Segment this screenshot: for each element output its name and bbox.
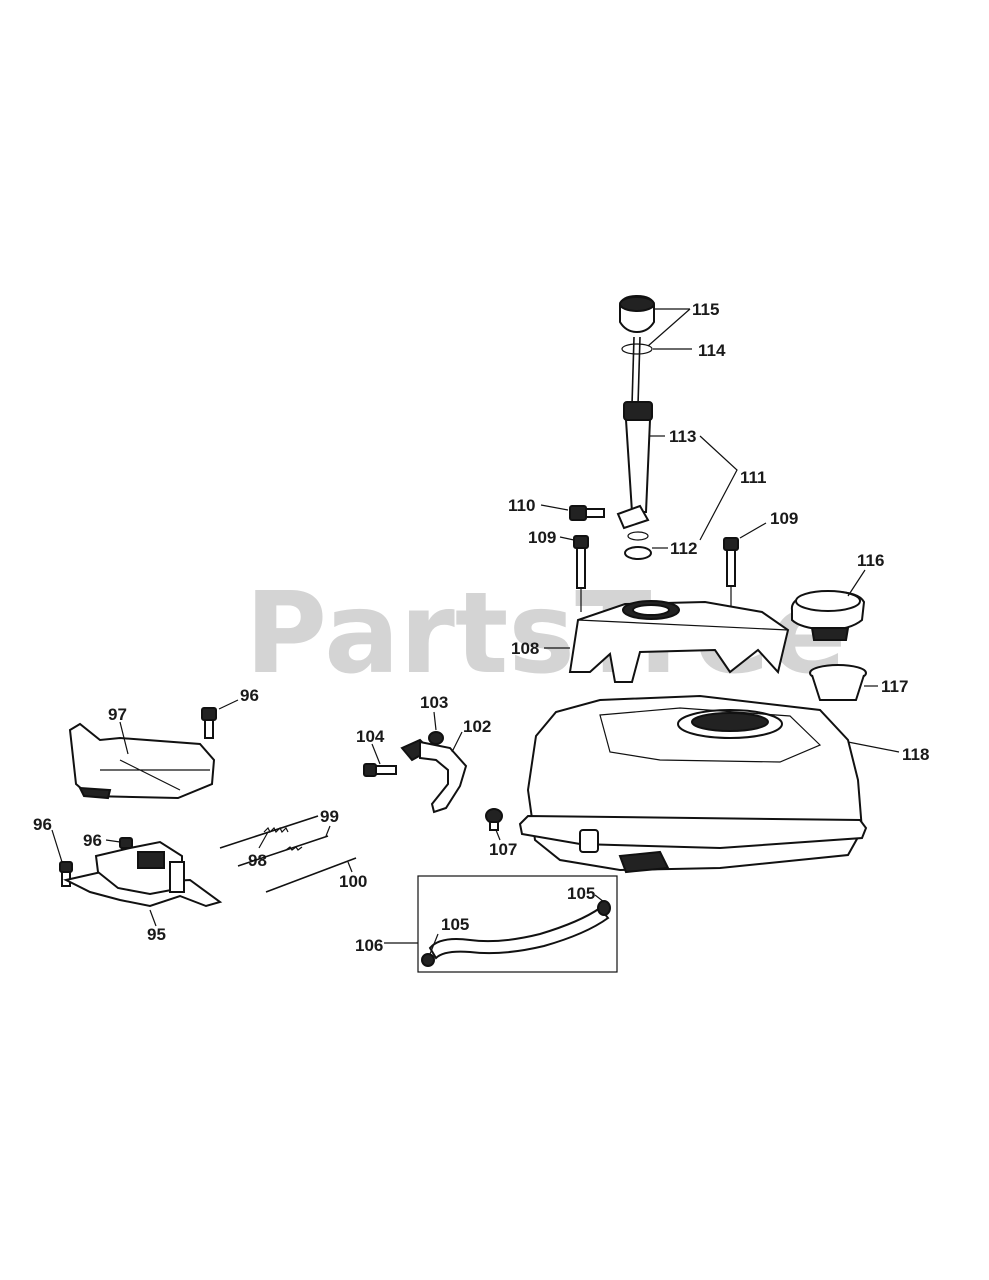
callout-111: 111 bbox=[740, 468, 767, 487]
tank-shroud-108-part[interactable] bbox=[568, 600, 790, 683]
fuel-cap-116-part[interactable] bbox=[790, 590, 866, 641]
callout-98: 98 bbox=[248, 851, 267, 870]
nut-103-part[interactable] bbox=[428, 731, 444, 745]
callout-114: 114 bbox=[698, 341, 726, 360]
callout-107: 107 bbox=[489, 840, 517, 859]
bracket-97-part[interactable] bbox=[68, 722, 216, 800]
control-assembly-95-part[interactable] bbox=[63, 840, 223, 908]
fuel-tank-118-part[interactable] bbox=[518, 694, 868, 874]
callout-109-left: 109 bbox=[528, 528, 556, 547]
bolt-109-right-part[interactable] bbox=[723, 537, 739, 587]
callout-95: 95 bbox=[147, 925, 166, 944]
callout-96-middle: 96 bbox=[83, 831, 102, 850]
callout-112: 112 bbox=[670, 539, 697, 558]
callout-108: 108 bbox=[511, 639, 539, 658]
spring-98-part[interactable] bbox=[219, 815, 319, 849]
callout-97: 97 bbox=[108, 705, 127, 724]
callout-116: 116 bbox=[857, 551, 884, 570]
callout-118: 118 bbox=[902, 745, 929, 764]
callout-110: 110 bbox=[508, 496, 535, 515]
callout-113: 113 bbox=[669, 427, 696, 446]
callout-105-left: 105 bbox=[441, 915, 469, 934]
bolt-104-part[interactable] bbox=[363, 763, 397, 777]
bracket-102-part[interactable] bbox=[400, 738, 468, 814]
callout-117: 117 bbox=[881, 677, 908, 696]
dipstick-cap-part[interactable] bbox=[619, 294, 655, 334]
callout-100: 100 bbox=[339, 872, 367, 891]
dipstick-tube-part[interactable] bbox=[616, 401, 653, 530]
dipstick-washers-part[interactable] bbox=[624, 531, 652, 560]
bolt-110-part[interactable] bbox=[569, 505, 605, 521]
bolt-96-top-part[interactable] bbox=[201, 707, 217, 739]
callout-96-top: 96 bbox=[240, 686, 259, 705]
bolt-109-left-part[interactable] bbox=[573, 535, 589, 589]
callout-102: 102 bbox=[463, 717, 491, 736]
callout-103: 103 bbox=[420, 693, 448, 712]
dipstick-rod bbox=[631, 336, 635, 406]
fuel-line-kit-106-box[interactable] bbox=[417, 875, 618, 973]
spring-99-part[interactable] bbox=[237, 835, 329, 867]
fitting-107-part[interactable] bbox=[485, 808, 503, 831]
callout-109-right: 109 bbox=[770, 509, 798, 528]
callout-104: 104 bbox=[356, 727, 385, 746]
callout-96-left: 96 bbox=[33, 815, 52, 834]
strainer-117-part[interactable] bbox=[809, 664, 867, 701]
callout-99: 99 bbox=[320, 807, 339, 826]
o-ring-part[interactable] bbox=[621, 343, 653, 355]
rod-100-part[interactable] bbox=[265, 857, 357, 893]
callout-105-right: 105 bbox=[567, 884, 595, 903]
callout-115: 115 bbox=[692, 300, 719, 319]
callout-106: 106 bbox=[355, 936, 383, 955]
